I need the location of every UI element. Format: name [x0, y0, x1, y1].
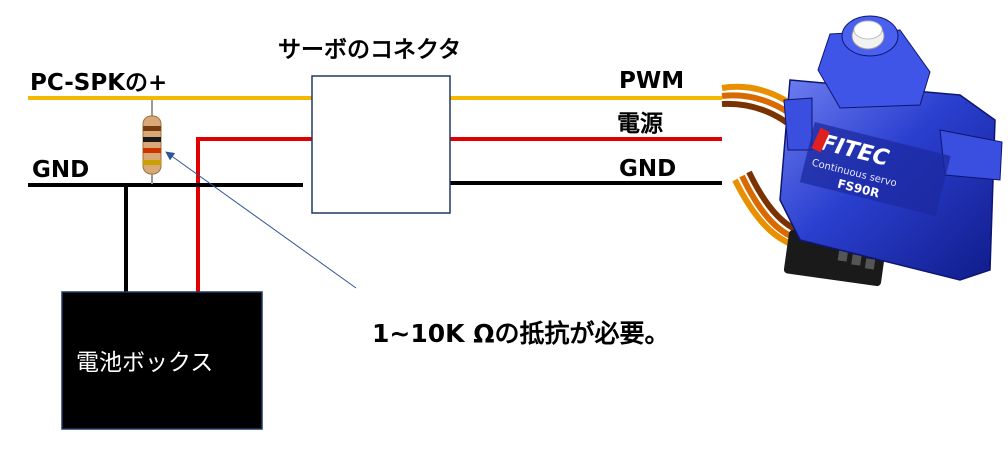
power-label: 電源 [617, 111, 663, 137]
connector-title: サーボのコネクタ [278, 37, 461, 63]
gnd-left-label: GND [32, 157, 89, 183]
servo-photo: FITEC Continuous servo FS90R [721, 15, 1003, 287]
power-wire-left [196, 137, 312, 292]
servo-connector-box [311, 75, 451, 214]
pwm-label: PWM [619, 68, 684, 94]
resistor-note: 1~10K Ωの抵抗が必要。 [372, 319, 669, 348]
resistor-icon [142, 100, 162, 184]
battery-box-label: 電池ボックス [76, 350, 213, 376]
resistor-annotation-arrow [165, 151, 357, 289]
gnd-right-label: GND [619, 156, 676, 182]
battery-box [61, 291, 263, 430]
pc-spk-plus-label: PC-SPKの+ [30, 70, 167, 96]
